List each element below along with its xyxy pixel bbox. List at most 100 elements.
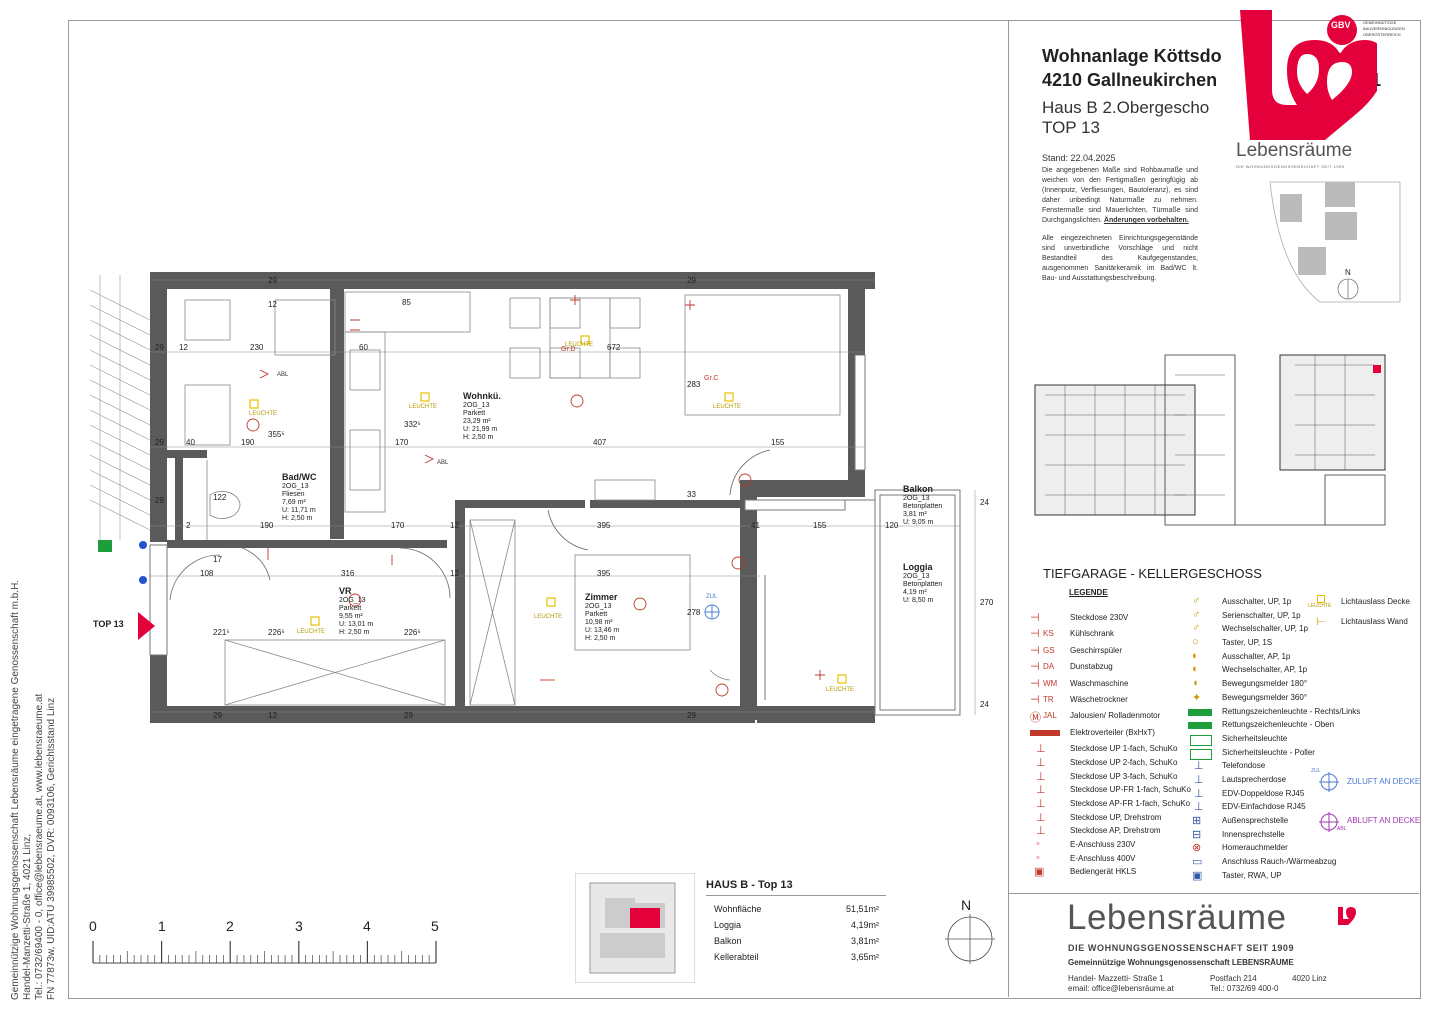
summary-row: Loggia 4,19m²: [714, 920, 879, 936]
dim-226-a: 226⁵: [268, 628, 285, 637]
summary-rule: [706, 895, 886, 896]
exit-sign-icon: [1188, 708, 1212, 716]
dim-108: 108: [200, 569, 214, 578]
legend-item: ◐ Ausschalter, AP, 1p: [1188, 649, 1368, 666]
legend-label: Ausschalter, AP, 1p: [1222, 651, 1291, 661]
dim-40: 40: [186, 438, 195, 447]
room-bad: Bad/WC 2OG_13 Fliesen 7,69 m² U: 11,71 m…: [282, 473, 317, 523]
zul-label: ZUL: [706, 594, 718, 600]
door-swings: [169, 449, 771, 601]
legend-code: GS: [1043, 645, 1055, 655]
legend-code: DA: [1043, 662, 1055, 672]
leuchte-tag: LEUCHTE: [1308, 603, 1332, 609]
legend-item: ◖Bewegungsmelder 180°: [1188, 677, 1368, 693]
smoke-detector-icon: ⊗: [1192, 842, 1202, 855]
site-plan: [1269, 181, 1401, 303]
legend-label: Bediengerät HKLS: [1070, 867, 1137, 877]
drawing-frame: [68, 20, 1421, 999]
legend-title: LEGENDE: [1069, 588, 1108, 597]
dim-12-d: 12: [450, 569, 459, 578]
room-vr: VR 2OG_13 Parkett 9,55 m² U: 13,01 m H: …: [339, 587, 373, 637]
legend-item: ♂Wechselschalter, UP, 1p: [1188, 622, 1368, 638]
abluft-label: ABLUFT AN DECKE: [1347, 816, 1421, 825]
control-unit-icon: ▣: [1034, 866, 1045, 879]
legend-item: ⊥Telefondose: [1188, 760, 1368, 775]
legend-label: Anschluss Rauch-/Wärmeabzug: [1222, 857, 1337, 867]
legend-item: ⊥Steckdose AP, Drehstrom: [1030, 825, 1210, 840]
legend-item: Rettungszeichenleuchte - Rechts/Links: [1188, 707, 1368, 721]
scale-labels: 0 1 2 3 4 5: [88, 918, 448, 934]
legend-code: JAL: [1043, 711, 1057, 721]
legend-item: ♂Ausschalter, UP, 1p: [1188, 595, 1368, 611]
room-bad-name: Bad/WC: [282, 472, 317, 482]
inner-walls: [167, 289, 740, 710]
network-single-icon: ⊥: [1194, 801, 1204, 814]
legend-item: ▣ Bediengerät HKLS: [1030, 866, 1210, 881]
intercom-indoor-icon: ⊟: [1192, 828, 1202, 841]
dim-355: 355⁵: [268, 430, 285, 439]
dim-120: 120: [885, 521, 899, 530]
socket-icon: ⊥: [1036, 784, 1046, 797]
stand-date: Stand: 22.04.2025: [1042, 153, 1116, 163]
footer-tagline: DIE WOHNUNGSGENOSSENSCHAFT SEIT 1909: [1068, 943, 1295, 953]
legend-item: ⊣Steckdose 230V: [1030, 612, 1210, 629]
summary-keyplan: [575, 873, 695, 983]
notes-block: Die angegebenen Maße sind Rohbaumaße und…: [1042, 166, 1198, 284]
logo-brand-text: Lebensräume: [1236, 140, 1353, 161]
dim-29-bot3: 29: [687, 711, 696, 720]
dim-170-a: 170: [395, 438, 409, 447]
legend-item: Sicherheitsleuchte: [1188, 734, 1368, 748]
legend-label: Steckdose AP, Drehstrom: [1070, 826, 1161, 836]
legend-label: Homerauchmelder: [1222, 843, 1288, 853]
legend-code: WM: [1043, 678, 1058, 688]
legend-label: Sicherheitsleuchte - Poller: [1222, 747, 1315, 757]
room-wohn-h: H: 2,50 m: [463, 434, 494, 441]
room-loggia-floor: Betonplatten: [903, 581, 943, 588]
room-bad-code: 2OG_13: [282, 483, 309, 490]
summary-row: Balkon 3,81m²: [714, 936, 879, 952]
room-zimmer-area: 10,98 m²: [585, 619, 613, 626]
legend-label: Elektroverteiler (BxHxT): [1070, 727, 1155, 737]
scale-label-2: 2: [226, 918, 234, 934]
summary-table: Wohnfläche 51,51m² Loggia 4,19m² Balkon …: [714, 904, 879, 968]
room-bad-floor: Fliesen: [282, 491, 305, 498]
top-label: TOP 13: [93, 619, 124, 629]
switch-ap-icon: ◐: [1192, 649, 1199, 662]
room-loggia-u: U: 8,50 m: [903, 597, 934, 604]
dim-278: 278: [687, 608, 701, 617]
footer-brand: Lebensräume: [1067, 898, 1287, 937]
side-line-2: Handel-Manzetti-Straße 1, 4021 Linz,: [22, 833, 33, 1000]
rwa-button-icon: ▣: [1192, 869, 1203, 882]
socket-icon: ⊣: [1030, 628, 1040, 641]
footer-address: Handel- Mazzetti- Straße 1: [1068, 974, 1164, 983]
leuchte-label-dining: LEUCHTE: [565, 342, 594, 348]
side-line-1: Gemeinnützige Wohnungsgenossenschaft Leb…: [10, 579, 21, 1000]
socket-icon: ⊥: [1036, 797, 1046, 810]
dim-29-c: 29: [155, 496, 164, 505]
room-zimmer-h: H: 2,50 m: [585, 635, 616, 642]
dim-12-top: 12: [268, 300, 277, 309]
room-wohn-floor: Parkett: [463, 410, 486, 417]
legend-label: Lichtauslass Wand: [1341, 617, 1408, 626]
legend-label: EDV-Doppeldose RJ45: [1222, 788, 1305, 798]
room-balkon-area: 3,81 m²: [903, 511, 927, 518]
title-block-divider: [1008, 20, 1009, 997]
grd-label: Gr.D: [561, 346, 576, 353]
north-arrow-icon: [945, 914, 995, 964]
company-side-text: Gemeinnützige Wohnungsgenossenschaft Leb…: [10, 580, 58, 1000]
legend-item: ⊢ Lichtauslass Wand: [1308, 615, 1418, 631]
footer-email: email: office@lebensräume.at: [1068, 984, 1174, 993]
room-vr-floor: Parkett: [339, 605, 362, 612]
abl-tag: ABL: [1337, 826, 1347, 832]
abl-label-bad: ABL: [277, 372, 289, 378]
summary-value-keller: 3,65m²: [850, 952, 879, 962]
legend-label: EDV-Einfachdose RJ45: [1222, 802, 1306, 812]
windows: [149, 354, 866, 656]
dim-395-b: 395: [597, 569, 611, 578]
dim-12-bot: 12: [268, 711, 277, 720]
legend-item: ⊗ Homerauchmelder: [1188, 842, 1368, 857]
